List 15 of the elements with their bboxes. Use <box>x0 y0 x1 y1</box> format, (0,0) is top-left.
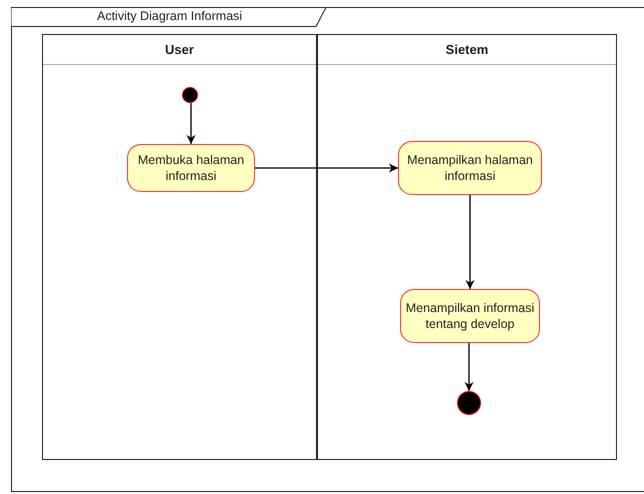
arrow <box>255 163 398 173</box>
swimlane <box>42 34 317 460</box>
action-box: Menampilkan halaman informasi <box>398 141 542 195</box>
frame <box>11 7 644 492</box>
initial-node <box>182 87 198 103</box>
final-node <box>457 391 481 415</box>
action-box: Membuka halaman informasi <box>127 144 255 192</box>
frame-title: Activity Diagram Informasi <box>97 9 242 23</box>
arrow <box>464 343 474 391</box>
arrow <box>465 195 475 289</box>
action-box: Menampilkan informasi tentang develop <box>400 289 540 343</box>
swimlane <box>317 34 617 460</box>
lane-title: User <box>43 35 316 65</box>
arrow <box>186 103 196 144</box>
lane-title: Sietem <box>318 35 616 65</box>
